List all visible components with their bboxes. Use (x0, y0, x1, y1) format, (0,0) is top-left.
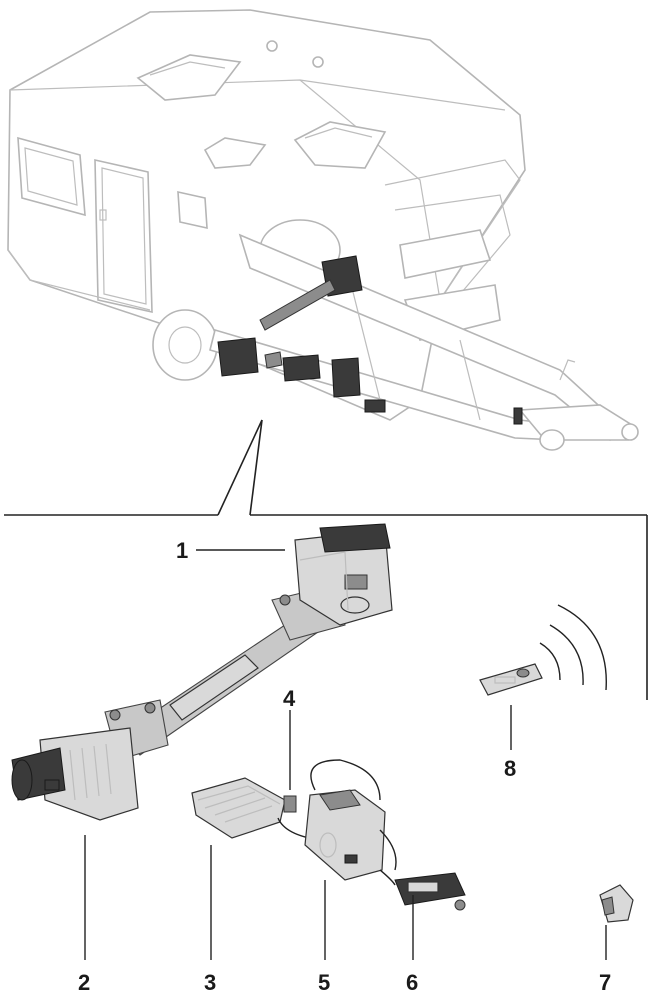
door (94, 158, 153, 314)
drive-unit-assembly (11, 523, 393, 821)
battery-charger (379, 869, 466, 911)
callout-1: 1 (176, 538, 188, 563)
plug-7 (599, 884, 634, 923)
drive-motor-1 (294, 523, 393, 626)
callout-5: 5 (318, 970, 330, 995)
drive-motor-2 (11, 727, 139, 821)
control-unit (191, 777, 321, 841)
callout-4: 4 (283, 686, 296, 711)
callout-7: 7 (599, 970, 611, 995)
callout-labels: 1 2 3 4 5 6 7 8 (78, 538, 611, 995)
caravan-illustration (7, 9, 639, 451)
callout-2: 2 (78, 970, 90, 995)
installed-components (217, 255, 386, 413)
callout-6: 6 (406, 970, 418, 995)
side-window (177, 190, 208, 230)
detail-frame (4, 419, 648, 700)
callout-8: 8 (504, 756, 516, 781)
caravan-wheel (152, 309, 218, 381)
battery-box (304, 759, 397, 881)
side-window (17, 136, 86, 217)
signal-waves-icon (539, 604, 607, 691)
remote-control (479, 604, 607, 696)
roof-vent (203, 137, 267, 169)
callout-3: 3 (204, 970, 216, 995)
leader-lines (84, 549, 607, 960)
